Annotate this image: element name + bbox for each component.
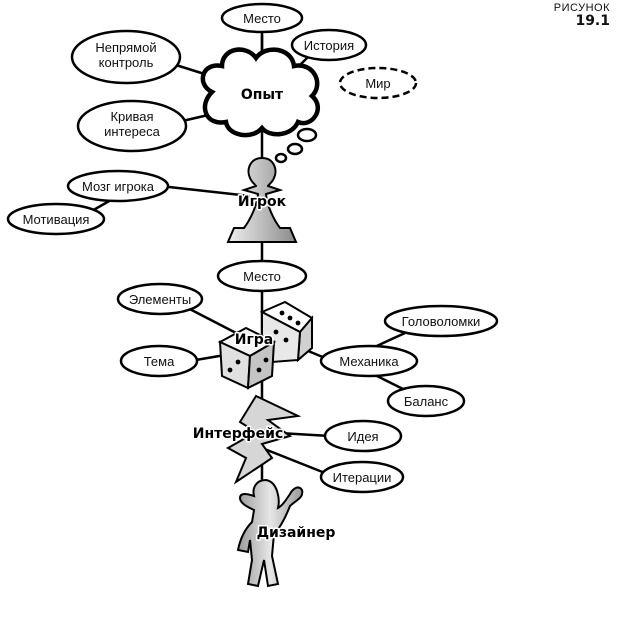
node-place-game: Место — [216, 259, 308, 293]
node-place-top: Место — [220, 2, 304, 34]
designer-figure: Дизайнер — [236, 478, 337, 588]
interface-lightning: Интерфейс — [191, 394, 302, 485]
node-iterations-label: Итерации — [333, 470, 392, 485]
node-place-top-label: Место — [243, 11, 281, 26]
experience-cloud-shape — [200, 47, 320, 138]
node-idea: Идея — [323, 419, 403, 453]
node-idea-label: Идея — [347, 429, 378, 444]
experience-cloud: Опыт — [200, 47, 320, 164]
designer-label: Дизайнер — [257, 525, 336, 541]
node-place-game-label: Место — [243, 269, 281, 284]
node-elements-label: Элементы — [129, 292, 191, 307]
node-motivation-label: Мотивация — [23, 212, 90, 227]
player-label: Игрок — [238, 194, 287, 210]
node-elements: Элементы — [116, 282, 204, 316]
node-world-label: Мир — [365, 76, 390, 91]
figure-caption: РИСУНОК 19.1 — [554, 2, 610, 28]
game-dice: Игра — [217, 300, 314, 390]
designer-icon — [236, 478, 304, 588]
figure-caption-word: РИСУНОК — [553, 2, 610, 14]
thought-bubble-medium — [286, 142, 304, 156]
player-pawn: Игрок — [226, 156, 298, 243]
node-balance: Баланс — [386, 384, 466, 418]
connector-iterations — [261, 446, 326, 475]
interface-label: Интерфейс — [193, 426, 284, 442]
node-puzzles-label: Головоломки — [402, 314, 481, 329]
pawn-icon — [226, 156, 298, 243]
lightning-icon — [225, 394, 302, 485]
thought-bubble-large — [296, 127, 318, 143]
node-mechanics: Механика — [319, 344, 419, 378]
connector-balance — [374, 373, 406, 392]
node-story-label: История — [304, 38, 354, 53]
node-player-brain: Мозг игрока — [66, 169, 170, 203]
node-mechanics-label: Механика — [339, 354, 399, 369]
node-world: Мир — [338, 66, 418, 100]
game-label: Игра — [235, 332, 274, 348]
thought-bubble-small — [274, 152, 288, 164]
node-motivation: Мотивация — [6, 202, 106, 236]
experience-label: Опыт — [241, 87, 284, 103]
node-iterations: Итерации — [319, 460, 405, 494]
node-theme: Тема — [119, 344, 199, 378]
node-balance-label: Баланс — [404, 394, 449, 409]
front-die-icon — [217, 326, 277, 390]
figure-caption-number: 19.1 — [575, 13, 610, 29]
node-theme-label: Тема — [144, 354, 175, 369]
node-story: История — [290, 28, 368, 62]
connector-player-brain — [159, 184, 251, 198]
node-puzzles: Головоломки — [383, 304, 499, 338]
node-player-brain-label: Мозг игрока — [82, 179, 155, 194]
